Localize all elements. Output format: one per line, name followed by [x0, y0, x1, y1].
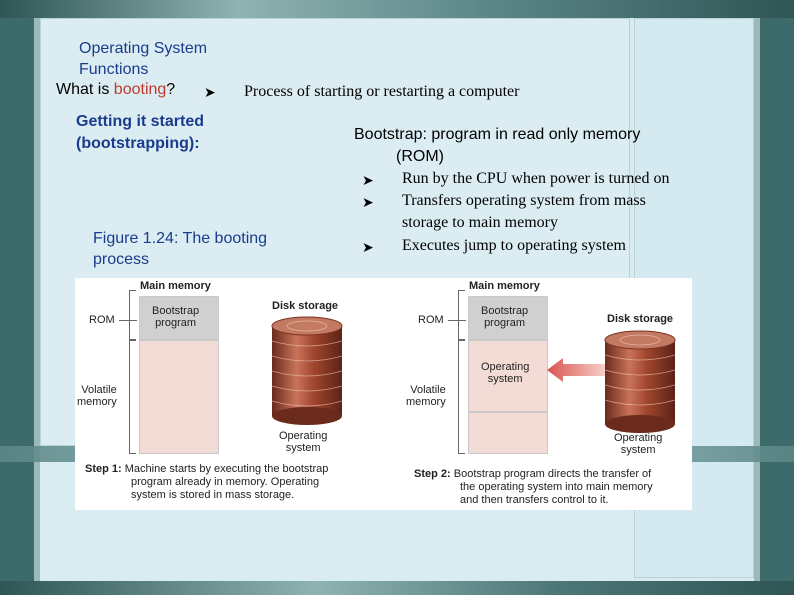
- volatile-memory-label: Volatile memory: [77, 384, 117, 408]
- booting-answer: Process of starting or restarting a comp…: [244, 83, 520, 100]
- question-suffix: ?: [166, 81, 176, 98]
- booting-question: What is booting?: [56, 81, 175, 99]
- bootstrap-block-line2: program: [155, 317, 197, 329]
- disk-storage-label: Disk storage: [272, 300, 339, 312]
- os-line2: system: [620, 444, 656, 456]
- volatile-memory-block: [139, 340, 219, 454]
- bootstrap-block-line1: Bootstrap: [152, 305, 200, 317]
- bootstrap-block-line2: program: [484, 317, 526, 329]
- step2-line1: Bootstrap program directs the transfer o…: [453, 468, 652, 480]
- rom-block: [468, 296, 548, 340]
- volatile-line2: memory: [77, 396, 117, 408]
- main-memory-label: Main memory: [469, 280, 540, 292]
- transfer-arrow-icon: [547, 358, 605, 382]
- slide-title-line1: Operating System: [79, 40, 208, 57]
- bootstrap-block-label: Bootstrap program: [481, 305, 528, 329]
- disk-cylinder-icon: [271, 316, 343, 425]
- volatile-bracket: [458, 340, 465, 454]
- os-memory-label: Operating system: [481, 361, 529, 385]
- bullet-item: Run by the CPU when power is turned on: [402, 170, 670, 187]
- step2-label: Step 2:: [414, 468, 451, 480]
- volatile-memory-label: Volatile memory: [406, 384, 446, 408]
- bootstrap-block-label: Bootstrap program: [152, 305, 199, 329]
- os-line1: Operating: [614, 432, 663, 444]
- step2-line2: the operating system into main memory: [460, 481, 653, 493]
- slide-title-line2: Functions: [79, 61, 149, 78]
- disk-cylinder-icon: [604, 330, 676, 433]
- background-band-top: [0, 0, 794, 18]
- volatile-line2: memory: [406, 396, 446, 408]
- slide-title: Operating System Functions: [79, 38, 207, 80]
- question-prefix: What is: [56, 81, 114, 98]
- rom-block: [139, 296, 219, 340]
- rom-connector: [448, 320, 466, 321]
- rom-bracket: [458, 290, 465, 340]
- bullet-item-continued: storage to main memory: [402, 214, 558, 231]
- step1-text: Step 1: Machine starts by executing the …: [85, 463, 328, 502]
- os-disk-label: Operating system: [279, 430, 327, 454]
- step1-line2: program already in memory. Operating: [131, 476, 320, 488]
- os-line2: system: [285, 442, 321, 454]
- rom-label: ROM: [89, 314, 115, 326]
- bootstrap-line1: Bootstrap: program in read only memory: [354, 126, 641, 143]
- rom-label: ROM: [418, 314, 444, 326]
- os-memory-block: [468, 340, 548, 412]
- step1-line3: system is stored in mass storage.: [131, 489, 295, 501]
- booting-figure: Main memory Disk storage ROM Bootstrap p…: [75, 278, 692, 510]
- disk-storage-label: Disk storage: [607, 313, 674, 325]
- figure-caption: Figure 1.24: The booting process: [93, 228, 267, 270]
- rom-bracket: [129, 290, 136, 340]
- bullet-item: Transfers operating system from mass: [402, 192, 646, 209]
- step1-line1: Machine starts by executing the bootstra…: [124, 463, 329, 475]
- volatile-line1: Volatile: [410, 384, 446, 396]
- volatile-bracket: [129, 340, 136, 454]
- rom-connector: [119, 320, 137, 321]
- volatile-line1: Volatile: [81, 384, 117, 396]
- bullet-item: Executes jump to operating system: [402, 237, 626, 254]
- volatile-memory-block: [468, 412, 548, 454]
- getting-line1: Getting it started: [76, 113, 205, 130]
- main-memory-label: Main memory: [140, 280, 211, 292]
- bootstrap-line2: (ROM): [396, 148, 444, 165]
- bootstrap-description: Bootstrap: program in read only memory (…: [354, 124, 640, 168]
- arrow-bullet-icon: ➤: [362, 239, 374, 255]
- arrow-bullet-icon: ➤: [362, 172, 374, 188]
- step1-label: Step 1:: [85, 463, 122, 475]
- step2-line3: and then transfers control to it.: [460, 494, 609, 506]
- background-band-bottom: [0, 581, 794, 595]
- getting-started-heading: Getting it started (bootstrapping):: [76, 111, 204, 155]
- arrow-bullet-icon: ➤: [204, 84, 216, 100]
- os-line1: Operating: [481, 361, 530, 373]
- figure-caption-line1: Figure 1.24: The booting: [93, 230, 268, 247]
- os-line2: system: [487, 373, 523, 385]
- getting-line2: (bootstrapping):: [76, 135, 200, 152]
- os-disk-label: Operating system: [614, 432, 662, 456]
- arrow-bullet-icon: ➤: [362, 194, 374, 210]
- figure-caption-line2: process: [93, 251, 150, 268]
- question-highlight: booting: [113, 81, 167, 98]
- bootstrap-block-line1: Bootstrap: [481, 305, 529, 317]
- os-line1: Operating: [279, 430, 328, 442]
- step2-text: Step 2: Bootstrap program directs the tr…: [414, 468, 653, 507]
